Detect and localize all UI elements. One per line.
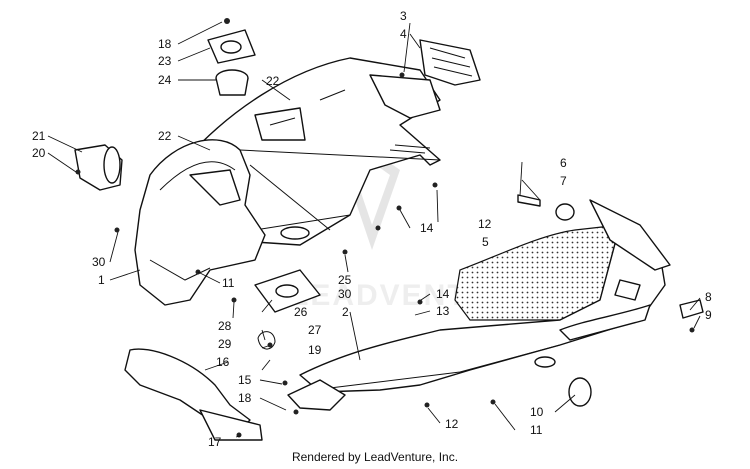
- callout-22: 22: [158, 129, 172, 143]
- air-intake: [74, 144, 123, 191]
- fasteners: [75, 18, 695, 438]
- callout-27: 27: [308, 323, 322, 337]
- callout-4: 4: [400, 27, 407, 41]
- callout-22: 22: [266, 74, 280, 88]
- callout-11: 11: [530, 423, 543, 437]
- callout-12: 12: [445, 417, 459, 431]
- callout-9: 9: [705, 308, 712, 322]
- callout-28: 28: [218, 319, 232, 333]
- left-side-panel: [134, 139, 266, 306]
- callout-14: 14: [436, 287, 450, 301]
- callout-25: 25: [338, 273, 352, 287]
- callout-29: 29: [218, 337, 232, 351]
- front-bumper: [124, 348, 346, 441]
- callout-24: 24: [158, 73, 172, 87]
- callout-labels: 18 23 24 22 22 3 4 21 20 30 1 11 6 7 12 …: [32, 9, 712, 449]
- callout-18: 18: [238, 391, 252, 405]
- callout-15: 15: [238, 373, 252, 387]
- callout-1: 1: [98, 273, 105, 287]
- callout-19: 19: [308, 343, 322, 357]
- callout-30: 30: [92, 255, 106, 269]
- callout-16: 16: [216, 355, 230, 369]
- callout-3: 3: [400, 9, 407, 23]
- mud-flap-plate: [679, 299, 704, 319]
- bolt-6: [517, 194, 575, 221]
- callout-20: 20: [32, 146, 46, 160]
- callout-11: 11: [222, 276, 235, 290]
- callout-8: 8: [705, 290, 712, 304]
- callout-6: 6: [560, 156, 567, 170]
- callout-12: 12: [478, 217, 492, 231]
- callout-5: 5: [482, 235, 489, 249]
- callout-21: 21: [32, 129, 46, 143]
- top-grommet: [207, 29, 256, 96]
- callout-23: 23: [158, 54, 172, 68]
- callout-14: 14: [420, 221, 434, 235]
- render-credit: Rendered by LeadVenture, Inc.: [291, 450, 459, 464]
- leader-lines: [47, 21, 701, 438]
- callout-2: 2: [342, 305, 349, 319]
- bumper-cap: [534, 356, 592, 407]
- belly-pan: [299, 199, 671, 393]
- hood-panel: [184, 57, 441, 246]
- callout-10: 10: [530, 405, 544, 419]
- callout-13: 13: [436, 304, 450, 318]
- callout-30: 30: [338, 287, 352, 301]
- upper-vent: [369, 39, 481, 119]
- callout-7: 7: [560, 174, 567, 188]
- callout-18: 18: [158, 37, 172, 51]
- callout-26: 26: [294, 305, 308, 319]
- callout-17: 17: [208, 435, 222, 449]
